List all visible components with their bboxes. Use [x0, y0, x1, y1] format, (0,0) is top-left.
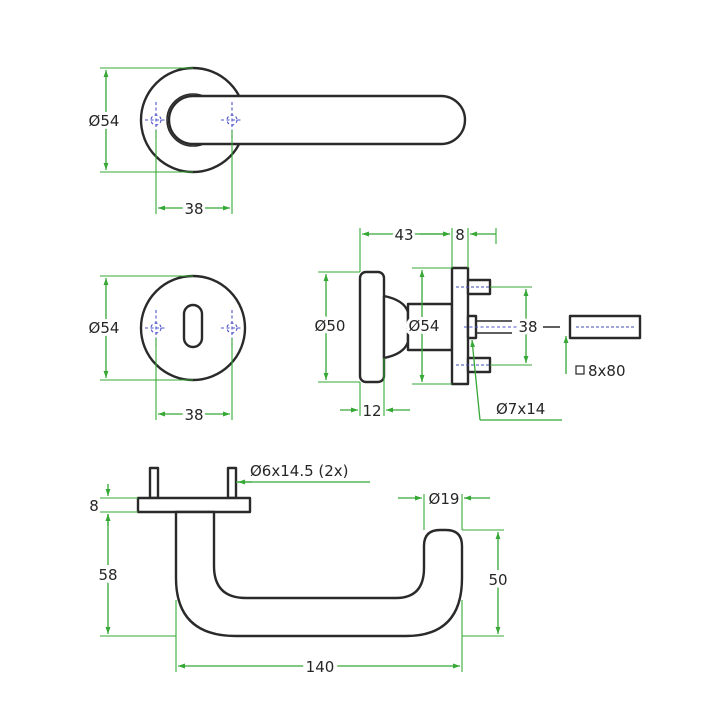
dim-side-pin: Ø7x14 — [496, 400, 545, 418]
dim-side-diameter-54: Ø54 — [409, 317, 440, 335]
dim-side-spacing-38: 38 — [518, 318, 537, 336]
key-rose-front-view: Ø54 38 — [86, 274, 247, 427]
dim-spindle: 8x80 — [588, 362, 626, 380]
hub-neck — [382, 294, 410, 360]
dim-screws: Ø6x14.5 (2x) — [250, 462, 349, 480]
lever-side-view: Ø6x14.5 (2x) Ø19 8 58 50 140 — [89, 462, 511, 680]
dim-handle-length: 140 — [306, 658, 335, 676]
rose-plate-side — [136, 496, 252, 514]
fixing-screw-left — [148, 466, 160, 500]
keyhole-slot — [182, 303, 204, 349]
square-section-symbol — [575, 365, 585, 375]
dim-side-diameter-50: Ø50 — [315, 317, 346, 335]
lever-arm — [167, 94, 467, 146]
dim-side-thickness-8: 8 — [455, 226, 465, 244]
dim-side-length-43: 43 — [394, 226, 413, 244]
u-lever-body — [174, 510, 464, 638]
dim-handle-height-58: 58 — [98, 566, 117, 584]
fixing-screw-right — [226, 466, 238, 500]
dim-grip-diameter: Ø19 — [429, 490, 460, 508]
rose-flange-plate — [450, 266, 470, 386]
dim-handle-height-50: 50 — [488, 571, 507, 589]
dim-rose-screw-spacing: 38 — [184, 200, 203, 218]
dim-key-rose-screw-spacing: 38 — [184, 406, 203, 424]
lever-rose-front-view: Ø54 38 — [86, 66, 467, 221]
dim-side-width-12: 12 — [362, 402, 381, 420]
square-spindle — [568, 314, 642, 340]
dim-rose-thickness-8: 8 — [89, 497, 99, 515]
rose-side-view: 43 8 Ø50 Ø54 38 8x80 12 Ø7x14 — [312, 223, 642, 423]
dim-rose-diameter: Ø54 — [89, 112, 120, 130]
dim-key-rose-diameter: Ø54 — [89, 319, 120, 337]
lever-hub — [358, 270, 386, 384]
